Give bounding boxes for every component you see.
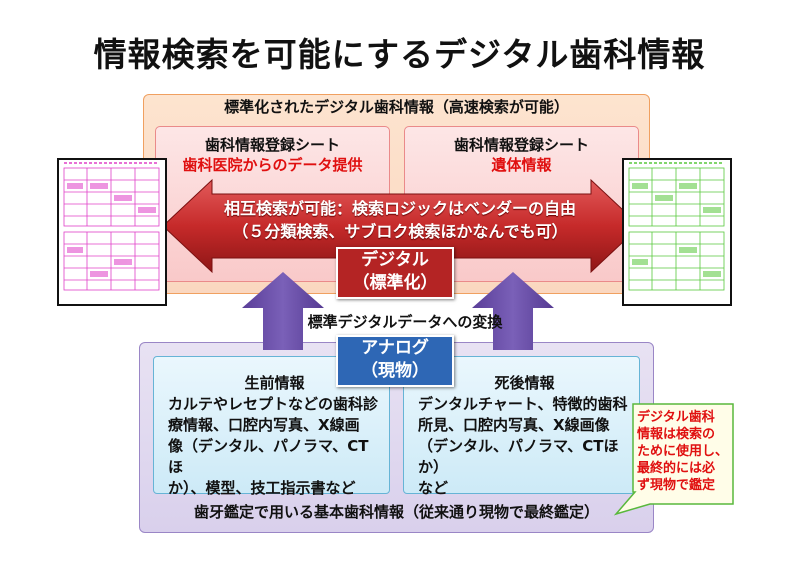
antemortem-line: か）、模型、技工指示書など xyxy=(168,479,356,497)
mutual-search-line1: 相互検索が可能：検索ロジックはベンダーの自由 xyxy=(223,199,576,218)
sheet-title: 歯科情報登録シート xyxy=(453,136,589,154)
digital-standardized-tag: デジタル （標準化） xyxy=(336,247,454,299)
antemortem-line: カルテやレセプトなどの歯科診 xyxy=(168,395,379,413)
mutual-search-text: 相互検索が可能：検索ロジックはベンダーの自由 （５分類検索、サブロク検索ほかなん… xyxy=(170,197,630,243)
analog-section-footer: 歯牙鑑定で用いる基本歯科情報（従来通り現物で最終鑑定） xyxy=(193,503,599,521)
postmortem-line: （デンタル、パノラマ、CTほか） xyxy=(418,437,619,476)
digital-tag-line2: （標準化） xyxy=(352,273,438,293)
conversion-label: 標準デジタルデータへの変換 xyxy=(307,313,503,331)
analog-physical-tag: アナログ （現物） xyxy=(336,335,454,387)
postmortem-line: デンタルチャート、特徴的歯科 xyxy=(418,395,628,413)
form-grid-green xyxy=(628,162,725,291)
digital-tag-line1: デジタル xyxy=(361,250,429,270)
conversion-up-arrow-right xyxy=(472,272,554,350)
callout-note: デジタル歯科 情報は検索の ために使用し、 最終的には必 ず現物で鑑定 xyxy=(637,409,731,494)
registration-form-image-right xyxy=(622,158,732,306)
registration-form-image-left xyxy=(57,158,167,306)
antemortem-line: 療情報、口腔内写真、X線画 xyxy=(168,416,360,434)
mutual-search-line2: （５分類検索、サブロク検索ほかなんでも可） xyxy=(232,222,568,241)
sheet-subtitle: 遺体情報 xyxy=(491,156,552,174)
callout-line: ために使用し、 xyxy=(637,444,729,459)
postmortem-heading: 死後情報 xyxy=(494,374,555,392)
digital-section-label: 標準化されたデジタル歯科情報（高速検索が可能） xyxy=(224,98,569,116)
sheet-subtitle: 歯科医院からのデータ提供 xyxy=(182,156,363,174)
postmortem-line: 所見、口腔内写真、X線画像 xyxy=(418,416,610,434)
conversion-up-arrow-left xyxy=(242,272,324,350)
callout-line: ず現物で鑑定 xyxy=(637,478,716,493)
form-grid-magenta xyxy=(63,162,160,291)
postmortem-line: など xyxy=(418,479,449,497)
antemortem-heading: 生前情報 xyxy=(244,374,305,392)
callout-bubble xyxy=(613,403,734,516)
sheet-title: 歯科情報登録シート xyxy=(204,136,340,154)
callout-line: 情報は検索の xyxy=(637,427,716,442)
callout-line: 最終的には必 xyxy=(637,461,716,476)
analog-tag-line1: アナログ xyxy=(361,338,429,358)
antemortem-line: 像（デンタル、パノラマ、CTほ xyxy=(168,437,369,476)
page-title: 情報検索を可能にするデジタル歯科情報 xyxy=(93,35,706,74)
analog-tag-line2: （現物） xyxy=(361,361,429,381)
callout-line: デジタル歯科 xyxy=(637,410,715,425)
